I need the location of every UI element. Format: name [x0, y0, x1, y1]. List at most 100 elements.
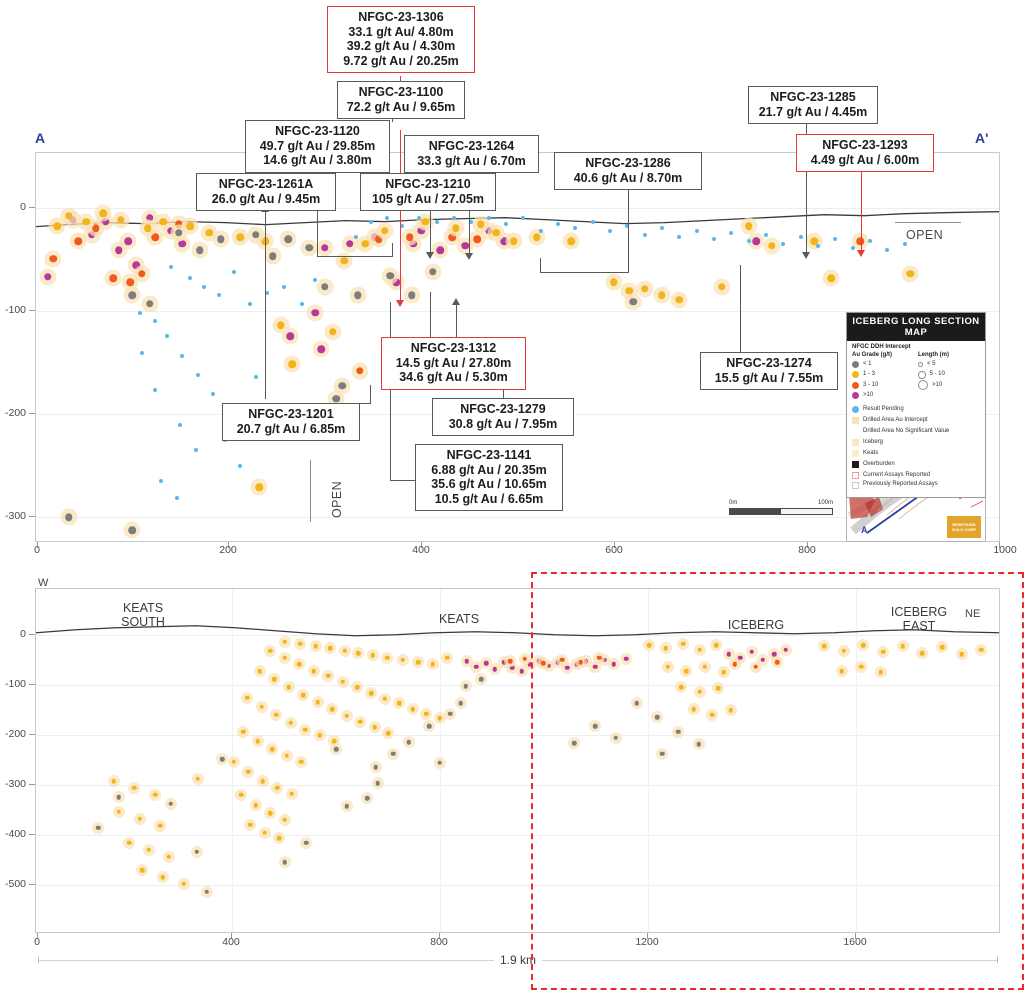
drill-intercept-dot: [714, 642, 719, 648]
drill-intercept-dot: [399, 224, 404, 229]
grade-swatch-1-3-icon: [852, 371, 859, 379]
legend-item-label: < 1: [863, 360, 872, 367]
callout-interval: 26.0 g/t Au / 9.45m: [211, 191, 321, 206]
drill-intercept-dot: [329, 706, 335, 712]
drill-intercept-dot: [265, 291, 270, 296]
leader-arrow-1210: [425, 252, 434, 259]
drill-intercept-dot: [273, 712, 279, 718]
drill-intercept-dot: [697, 689, 702, 695]
drill-intercept-dot: [625, 287, 633, 295]
drill-intercept-dot: [344, 803, 349, 809]
legend-item-label: Keats: [863, 449, 879, 456]
drill-intercept-dot: [240, 729, 246, 735]
topography-line: [36, 625, 999, 637]
drill-intercept-dot: [365, 795, 370, 801]
drill-intercept-dot: [151, 233, 160, 241]
drill-intercept-dot: [132, 261, 140, 269]
bottom-section-drill-dots: [36, 589, 999, 932]
y-tickmark: [29, 413, 35, 414]
drill-intercept-dot: [91, 224, 100, 233]
legend-length-header: Length (m): [918, 352, 949, 358]
drill-intercept-dot: [298, 759, 304, 764]
zone-label-iceberg: ICEBERG: [728, 618, 784, 632]
y-tick-label-0: 0: [20, 628, 26, 640]
drill-intercept-dot: [299, 301, 304, 306]
drill-intercept-dot: [541, 661, 546, 666]
callout-interval: 39.2 g/t Au / 4.30m: [346, 39, 456, 53]
drill-intercept-dot: [492, 666, 497, 672]
drill-intercept-dot: [168, 801, 173, 807]
drill-intercept-dot: [369, 219, 374, 224]
inset-section-label-a: A: [861, 525, 868, 535]
drill-intercept-dot: [850, 245, 855, 250]
drill-intercept-dot: [744, 222, 753, 231]
drill-intercept-dot: [415, 659, 421, 665]
drill-intercept-dot: [145, 300, 154, 308]
drill-intercept-dot: [220, 757, 225, 762]
drill-intercept-dot: [810, 237, 818, 246]
drill-intercept-dot: [375, 781, 380, 786]
drill-intercept-dot: [567, 237, 576, 246]
drill-intercept-dot: [289, 791, 294, 796]
drill-intercept-dot: [607, 228, 612, 233]
legend-item-label: Current Assays Reported: [863, 471, 931, 478]
y-tickmark: [29, 884, 35, 885]
drill-intercept-dot: [407, 291, 416, 300]
drill-intercept-dot: [429, 267, 437, 276]
drill-intercept-dot: [386, 272, 395, 280]
drill-intercept-dot: [691, 706, 696, 712]
bottom-section-plot: [35, 588, 1000, 933]
leader-line-1286: [540, 258, 542, 273]
keats-swatch-icon: [852, 450, 859, 457]
drill-intercept-dot: [775, 659, 780, 665]
drilled-area-intercept-swatch-icon: [852, 417, 859, 424]
drill-intercept-dot: [246, 769, 251, 775]
legend-item-drilled-area-intercept: Drilled Area Au Intercept: [852, 415, 980, 426]
drill-intercept-dot: [257, 669, 262, 674]
callout-interval: 33.3 g/t Au / 6.70m: [417, 153, 526, 168]
legend-item: 3 - 10: [852, 380, 910, 391]
drill-intercept-dot: [464, 658, 469, 664]
y-tick-label-0: 0: [20, 201, 26, 213]
drill-intercept-dot: [590, 219, 595, 224]
drill-intercept-dot: [353, 235, 358, 240]
drill-intercept-dot: [311, 669, 316, 674]
drill-intercept-dot: [564, 665, 570, 671]
drill-intercept-dot: [746, 239, 751, 244]
leader-line-1306: [400, 130, 402, 302]
iceberg-swatch-icon: [852, 439, 859, 446]
span-cap-left: [38, 956, 39, 964]
drill-intercept-dot: [477, 220, 485, 228]
open-label: OPEN: [906, 228, 944, 242]
drill-intercept-dot: [174, 495, 179, 500]
drill-intercept-dot: [430, 662, 435, 667]
drill-intercept-dot: [313, 643, 318, 649]
drill-intercept-dot: [193, 448, 198, 453]
drill-intercept-dot: [861, 642, 866, 648]
zone-label-line2: SOUTH: [121, 615, 165, 629]
drill-intercept-dot: [288, 720, 293, 726]
open-bar: [310, 460, 312, 522]
drill-intercept-dot: [334, 746, 339, 752]
direction-label-ne: NE: [965, 608, 981, 620]
drill-intercept-dot: [767, 241, 776, 250]
drill-intercept-dot: [979, 647, 984, 652]
drill-intercept-dot: [286, 332, 294, 340]
drill-intercept-dot: [763, 232, 768, 237]
drill-intercept-dot: [424, 711, 429, 716]
callout-interval: 105 g/t Au / 27.05m: [371, 191, 485, 206]
legend-item-label: 1 - 3: [863, 371, 876, 377]
drilled-area-no-value-swatch-icon: [852, 428, 859, 435]
drill-intercept-dot: [284, 753, 289, 759]
drill-intercept-dot: [238, 463, 243, 468]
drill-intercept-dot: [101, 218, 110, 226]
legend-item: >10: [918, 380, 976, 391]
y-tick-label-m100: -100: [4, 678, 26, 690]
drill-intercept-dot: [592, 723, 598, 729]
y-tickmark: [29, 784, 35, 785]
drill-intercept-dot: [178, 239, 187, 248]
drill-intercept-dot: [195, 373, 200, 378]
x-tickmark: [855, 933, 856, 939]
drill-intercept-dot: [286, 685, 291, 690]
y-tickmark: [29, 207, 35, 208]
